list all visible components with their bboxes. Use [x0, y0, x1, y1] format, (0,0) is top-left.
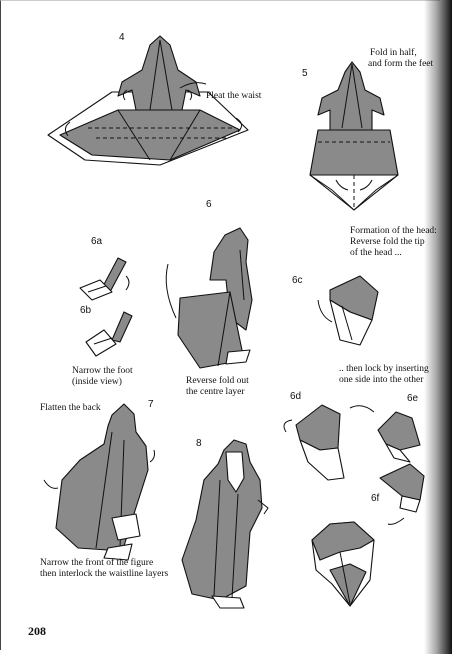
- caption-head-line1: Formation of the head:: [350, 226, 437, 236]
- step-6d-figure: [283, 404, 375, 481]
- step-6e-2-figure: [379, 463, 425, 525]
- step-number-6a: 6a: [91, 236, 103, 247]
- caption-lock-line2: one side into the other: [339, 375, 424, 385]
- step-6c-figure: [317, 275, 379, 346]
- step-8-figure: [181, 439, 269, 609]
- caption-reverse-line2: the centre layer: [186, 387, 245, 397]
- step-number-6e: 6e: [407, 393, 419, 404]
- step-6b-figure: [85, 311, 133, 357]
- step-5-figure: [309, 61, 399, 211]
- step-number-5: 5: [302, 68, 308, 79]
- step-6e-figure: [377, 411, 421, 463]
- step-6a-figure: [79, 257, 130, 301]
- caption-reverse-line1: Reverse fold out: [186, 376, 249, 386]
- step-number-6b: 6b: [80, 305, 92, 316]
- step-number-6: 6: [206, 199, 212, 210]
- step-4-figure: [47, 35, 249, 166]
- caption-fold-half-line1: Fold in half,: [370, 48, 417, 58]
- step-number-8: 8: [196, 438, 202, 449]
- step-number-6c: 6c: [292, 275, 303, 286]
- caption-head-line2: Reverse fold the tip: [350, 237, 425, 247]
- caption-narrow-front-line2: then interlock the waistline layers: [40, 569, 169, 579]
- caption-fold-half-line2: and form the feet: [368, 59, 434, 69]
- caption-lock-line1: .. then lock by inserting: [339, 364, 429, 374]
- step-number-7: 7: [148, 399, 154, 410]
- caption-narrow-front-line1: Narrow the front of the figure: [40, 558, 154, 568]
- caption-head-line3: of the head ...: [350, 248, 402, 258]
- book-spine-shadow: [424, 0, 452, 654]
- step-6f-figure: [311, 521, 375, 607]
- caption-narrow-foot-line1: Narrow the foot: [72, 366, 133, 376]
- step-number-4: 4: [119, 32, 125, 43]
- caption-narrow-foot-line2: (inside view): [72, 377, 122, 387]
- caption-flatten-back: Flatten the back: [40, 403, 101, 413]
- step-number-6f: 6f: [371, 493, 380, 504]
- page-border: [0, 0, 440, 650]
- step-7-figure: [43, 403, 155, 561]
- page-number: 208: [28, 624, 46, 638]
- caption-pleat-waist: Pleat the waist: [206, 91, 262, 101]
- step-number-6d: 6d: [290, 391, 302, 402]
- step-6-figure: [165, 227, 253, 369]
